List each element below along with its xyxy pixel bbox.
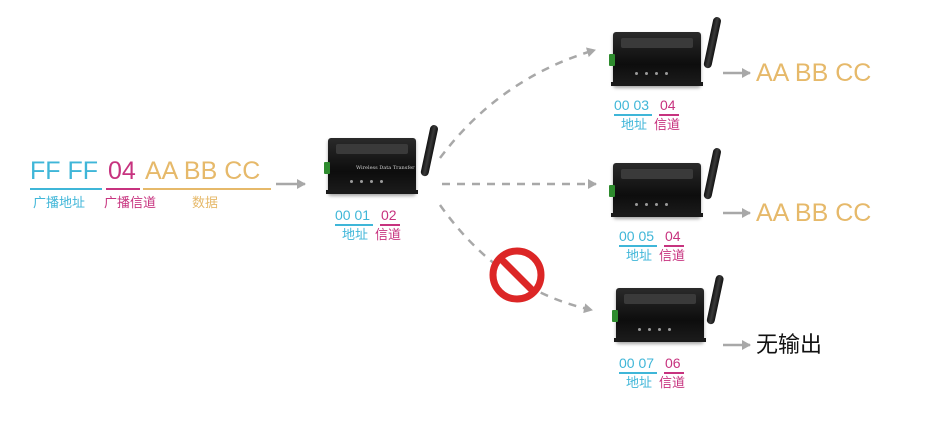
receiver-3-address-text: 00 07 [619, 355, 655, 371]
sender-address-text: 00 01 [335, 207, 371, 223]
receiver-device-2 [605, 145, 725, 225]
receiver-1-output: AA BB CC [756, 59, 872, 87]
sender-channel-label: 信道 [375, 228, 402, 243]
receiver-2-address-text: 00 05 [619, 228, 655, 244]
receiver-device-1 [605, 14, 725, 94]
receiver-1-channel-text: 04 [660, 97, 676, 113]
broadcast-channel-underline [106, 188, 140, 190]
receiver-1-channel-underline [659, 114, 679, 116]
sender-channel-underline [380, 224, 400, 226]
receiver-3-address-label: 地址 [626, 376, 653, 391]
receiver-2-output: AA BB CC [756, 199, 872, 227]
receiver-2-address-underline [619, 245, 657, 247]
sender-address-label: 地址 [342, 228, 369, 243]
receiver-3-channel-underline [664, 372, 684, 374]
dashed-link-1 [439, 47, 596, 159]
antenna-icon [706, 274, 725, 325]
antenna-icon [703, 147, 722, 200]
antenna-icon [703, 16, 722, 69]
receiver-1-channel-label: 信道 [654, 118, 681, 133]
receiver-2-channel-text: 04 [665, 228, 681, 244]
payload-underline [143, 188, 271, 190]
receiver-2-channel-underline [664, 245, 684, 247]
broadcast-channel-label: 广播信道 [104, 196, 157, 211]
payload-label: 数据 [192, 196, 219, 211]
receiver-1-address-underline [614, 114, 652, 116]
receiver-device-3 [608, 272, 728, 352]
receiver-2-channel-label: 信道 [659, 249, 686, 264]
receiver-2-address-label: 地址 [626, 249, 653, 264]
receiver-1-address-label: 地址 [621, 118, 648, 133]
payload-text: AA BB CC [145, 157, 261, 185]
receiver-3-channel-label: 信道 [659, 376, 686, 391]
broadcast-address-label: 广播地址 [33, 196, 86, 211]
broadcast-address-text: FF FF [30, 157, 99, 185]
receiver-3-output: 无输出 [756, 333, 823, 358]
sender-device: Wireless Data Transfer [320, 120, 440, 200]
receiver-3-channel-text: 06 [665, 355, 681, 371]
antenna-icon [420, 124, 439, 177]
receiver-3-address-underline [619, 372, 657, 374]
sender-channel-text: 02 [381, 207, 397, 223]
broadcast-address-underline [30, 188, 102, 190]
no-entry-icon [489, 247, 545, 303]
broadcast-channel-text: 04 [108, 157, 136, 185]
device-model-text: Wireless Data Transfer [356, 165, 415, 171]
sender-address-underline [335, 224, 373, 226]
receiver-1-address-text: 00 03 [614, 97, 650, 113]
